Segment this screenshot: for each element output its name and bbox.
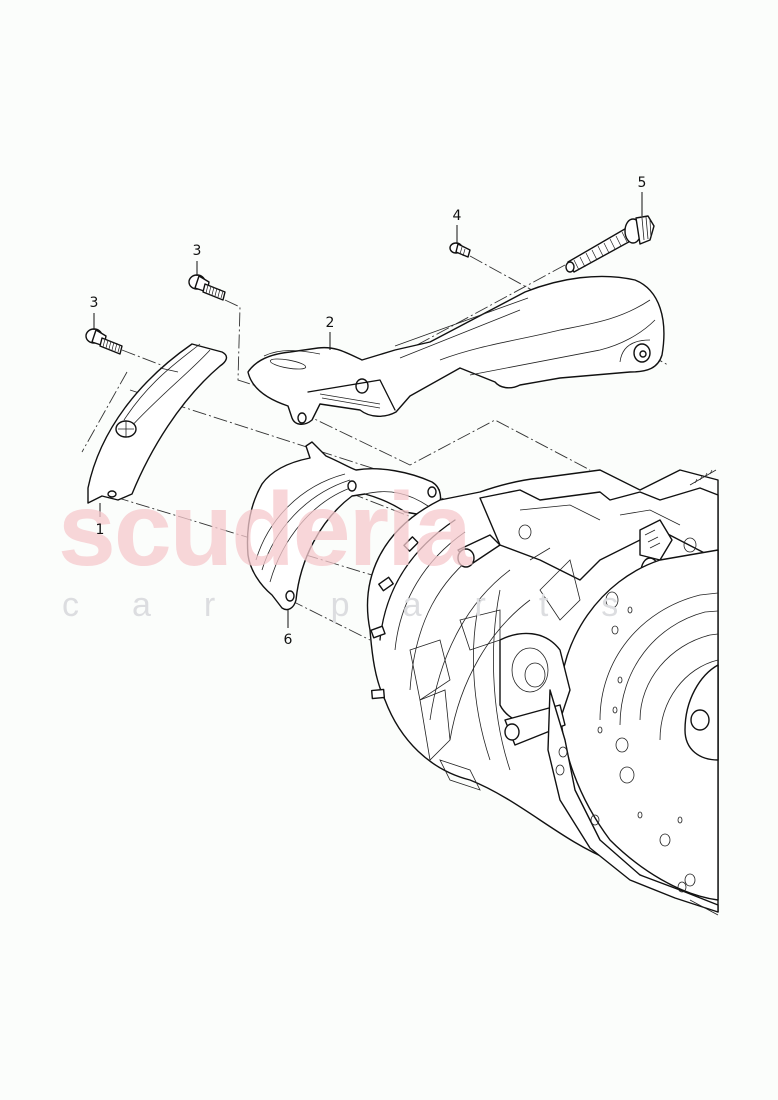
bolt-4[interactable] <box>449 242 471 258</box>
bolt-3-upper[interactable] <box>188 274 226 301</box>
heat-shield-part-1[interactable] <box>87 343 228 504</box>
callout-6[interactable]: 6 <box>283 632 293 648</box>
transmission-housing <box>366 469 719 916</box>
bolt-5[interactable] <box>565 215 655 273</box>
heat-shield-part-6[interactable] <box>246 441 442 611</box>
callout-3-upper[interactable]: 3 <box>192 243 202 259</box>
callout-2[interactable]: 2 <box>325 315 335 331</box>
callout-leader-lines <box>93 192 643 628</box>
callout-1[interactable]: 1 <box>95 522 105 538</box>
bolt-3-left[interactable] <box>85 328 123 355</box>
callout-3-left[interactable]: 3 <box>89 295 99 311</box>
callout-4[interactable]: 4 <box>452 208 462 224</box>
callout-5[interactable]: 5 <box>637 175 647 191</box>
heat-shield-bracket-part-2[interactable] <box>247 275 665 425</box>
